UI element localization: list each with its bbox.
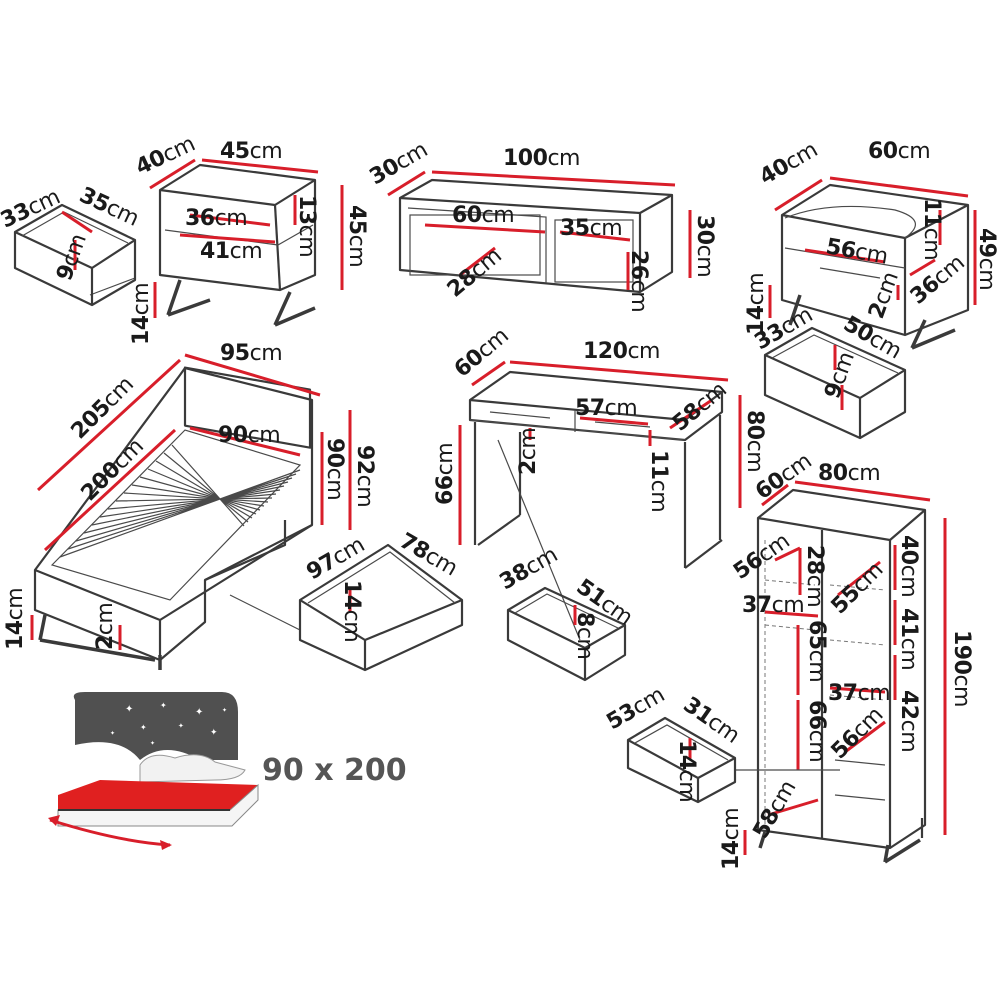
svg-text:✦: ✦ bbox=[178, 722, 184, 730]
bed-slats bbox=[50, 429, 302, 601]
nightstand-b-int-w: 56cm bbox=[824, 234, 890, 269]
nightstand-a-int-d: 41cm bbox=[200, 239, 262, 264]
nightstand-b-width: 60cm bbox=[868, 139, 930, 164]
tv-unit-comp-d: 28cm bbox=[443, 243, 507, 302]
svg-text:✦: ✦ bbox=[140, 723, 147, 732]
drawer-a-depth: 33cm bbox=[0, 185, 64, 234]
bed-inner-w: 90cm bbox=[218, 423, 280, 448]
drawer-a-width: 35cm bbox=[75, 183, 142, 232]
wardrobe-left-h: 65cm bbox=[804, 620, 829, 682]
drawer-a: 33cm 35cm 9cm bbox=[0, 183, 142, 307]
bed-drawer: 97cm 78cm 14cm bbox=[298, 529, 464, 672]
nightstand-a-drawer-h: 13cm bbox=[294, 195, 319, 257]
svg-text:✦: ✦ bbox=[110, 730, 115, 737]
desk-height: 80cm bbox=[742, 410, 767, 472]
desk-gap: 2cm bbox=[516, 428, 541, 475]
wardrobe-left-top: 28cm bbox=[802, 545, 827, 607]
wardrobe-left-low: 66cm bbox=[804, 700, 829, 762]
wardrobe-right-h2: 41cm bbox=[896, 608, 921, 670]
bed: 205cm 95cm 92cm 90cm 90cm 200cm 14cm 2cm bbox=[3, 341, 377, 670]
svg-text:✦: ✦ bbox=[160, 701, 167, 710]
mattress-size-label: 90 x 200 bbox=[262, 753, 407, 788]
wardrobe: 60cm 80cm 190cm 56cm 28cm 37cm 65cm 66cm… bbox=[719, 449, 974, 870]
desk-drawer: 38cm 51cm 8cm bbox=[496, 542, 637, 682]
bed-drawer-height: 14cm bbox=[339, 580, 364, 642]
drawer-b: 33cm 50cm 9cm bbox=[751, 302, 907, 440]
svg-text:✦: ✦ bbox=[150, 740, 155, 747]
wardrobe-right-w3: 56cm bbox=[827, 703, 889, 765]
wardrobe-right-w2: 37cm bbox=[828, 681, 890, 706]
desk-drawer-h: 11cm bbox=[646, 450, 671, 512]
desk-drawer-depth: 38cm bbox=[496, 542, 562, 595]
desk-drawer-height: 8cm bbox=[572, 612, 597, 659]
desk-width: 120cm bbox=[583, 339, 660, 364]
tv-unit-height: 30cm bbox=[692, 215, 717, 277]
mattress-icon: ✦ ✦ ✦ ✦ ✦ ✦ ✦ ✦ ✦ ✦ 90 x 200 bbox=[48, 692, 407, 850]
wardrobe-right-h3: 42cm bbox=[896, 690, 921, 752]
bed-inner-h: 90cm bbox=[322, 438, 347, 500]
tv-unit-comp-h: 26cm bbox=[626, 250, 651, 312]
svg-text:✦: ✦ bbox=[88, 754, 94, 762]
wardrobe-height: 190cm bbox=[949, 630, 974, 707]
nightstand-a: 40cm 45cm 45cm 13cm 36cm 41cm 14cm bbox=[89, 132, 369, 345]
wardrobe-leg-h: 14cm bbox=[719, 808, 744, 870]
wardrobe-right-h1: 40cm bbox=[896, 535, 921, 597]
nightstand-b-leg-h: 14cm bbox=[744, 273, 769, 335]
nightstand-b-height: 49cm bbox=[974, 228, 999, 290]
nightstand-a-height: 45cm bbox=[344, 205, 369, 267]
desk-drawer-w: 57cm bbox=[575, 396, 637, 421]
tv-unit: 30cm 100cm 30cm 60cm 35cm 28cm 26cm bbox=[366, 137, 718, 312]
bed-leg-h: 14cm bbox=[3, 588, 28, 650]
bed-width: 95cm bbox=[220, 341, 282, 366]
wardrobe-width: 80cm bbox=[818, 461, 880, 486]
desk-knee-h: 66cm bbox=[433, 443, 458, 505]
stars-icon: ✦ ✦ ✦ ✦ ✦ ✦ ✦ ✦ ✦ ✦ bbox=[88, 701, 227, 762]
wardrobe-left-shelf-w: 37cm bbox=[742, 593, 804, 618]
drawer-b-height: 9cm bbox=[820, 349, 860, 402]
desk-depth: 60cm bbox=[450, 323, 514, 382]
desk: 60cm 120cm 80cm 57cm 58cm 11cm 66cm 2cm bbox=[433, 323, 767, 641]
wardrobe-drawer: 53cm 31cm 14cm bbox=[603, 682, 744, 804]
svg-text:✦: ✦ bbox=[125, 704, 133, 715]
nightstand-b-drawer-h: 11cm bbox=[919, 198, 944, 260]
nightstand-b-depth: 40cm bbox=[756, 137, 822, 190]
drawer-a-height: 9cm bbox=[52, 231, 92, 284]
bed-headboard-h: 92cm bbox=[352, 445, 377, 507]
nightstand-a-leg-h: 14cm bbox=[129, 283, 154, 345]
wardrobe-bottom-w: 58cm bbox=[749, 777, 802, 843]
bed-gap: 2cm bbox=[93, 603, 118, 650]
tv-unit-width: 100cm bbox=[503, 146, 580, 171]
wardrobe-drawer-depth: 53cm bbox=[603, 682, 669, 735]
nightstand-a-int-w: 36cm bbox=[185, 206, 247, 231]
svg-text:✦: ✦ bbox=[222, 707, 227, 714]
tv-unit-depth: 30cm bbox=[366, 137, 432, 190]
wardrobe-right-w1: 55cm bbox=[827, 558, 889, 620]
wardrobe-drawer-height: 14cm bbox=[674, 740, 699, 802]
nightstand-a-width: 45cm bbox=[220, 139, 282, 164]
svg-text:✦: ✦ bbox=[195, 707, 203, 718]
tv-unit-right-w: 35cm bbox=[560, 216, 622, 241]
svg-text:✦: ✦ bbox=[210, 728, 218, 738]
tv-unit-left-w: 60cm bbox=[452, 203, 514, 228]
bed-drawer-width: 78cm bbox=[395, 529, 461, 582]
